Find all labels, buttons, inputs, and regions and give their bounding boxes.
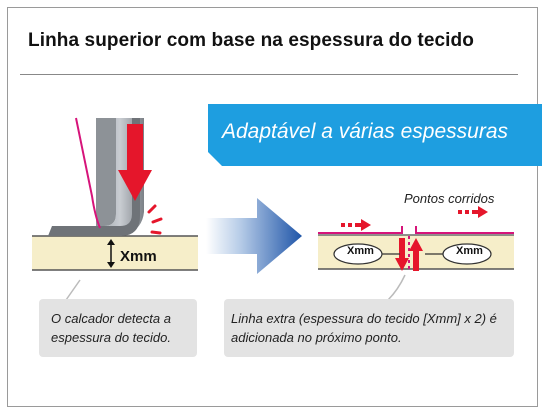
- dashed-arrow-left-icon: [341, 219, 371, 231]
- dashed-arrow-right-icon: [458, 206, 488, 218]
- detection-burst-icon: [147, 204, 163, 235]
- fabric-left: [32, 235, 198, 271]
- caption-box-left: [39, 299, 197, 357]
- thickness-label-left: Xmm: [120, 248, 157, 265]
- stitch-thread-right: [318, 226, 514, 236]
- caption-text-right: Linha extra (espessura do tecido [Xmm] x…: [231, 311, 497, 345]
- caption-text-left: O calcador detecta a espessura do tecido…: [51, 311, 171, 345]
- thread-line-left: [75, 117, 101, 229]
- stitch-label: Pontos corridos: [404, 191, 495, 206]
- banner-text: Adaptável a várias espessuras: [222, 120, 508, 143]
- caption-connector: [387, 274, 406, 301]
- figure-title: Linha superior com base na espessura do …: [28, 30, 474, 51]
- thickness-indicator: [107, 239, 115, 268]
- up-arrow-small-icon: [409, 238, 423, 271]
- xmm-bubble-right: [425, 243, 492, 265]
- title-divider: [20, 74, 518, 75]
- down-arrow-small-icon: [395, 238, 409, 271]
- xmm-bubble-left: [333, 243, 400, 265]
- caption-connector-left: [65, 279, 81, 301]
- down-arrow-icon: [118, 124, 152, 201]
- caption-box-right: [224, 299, 514, 357]
- big-right-arrow-icon: [206, 198, 302, 274]
- xmm-label-left: Xmm: [347, 245, 374, 257]
- banner-background: [208, 104, 542, 166]
- xmm-label-right: Xmm: [456, 245, 483, 257]
